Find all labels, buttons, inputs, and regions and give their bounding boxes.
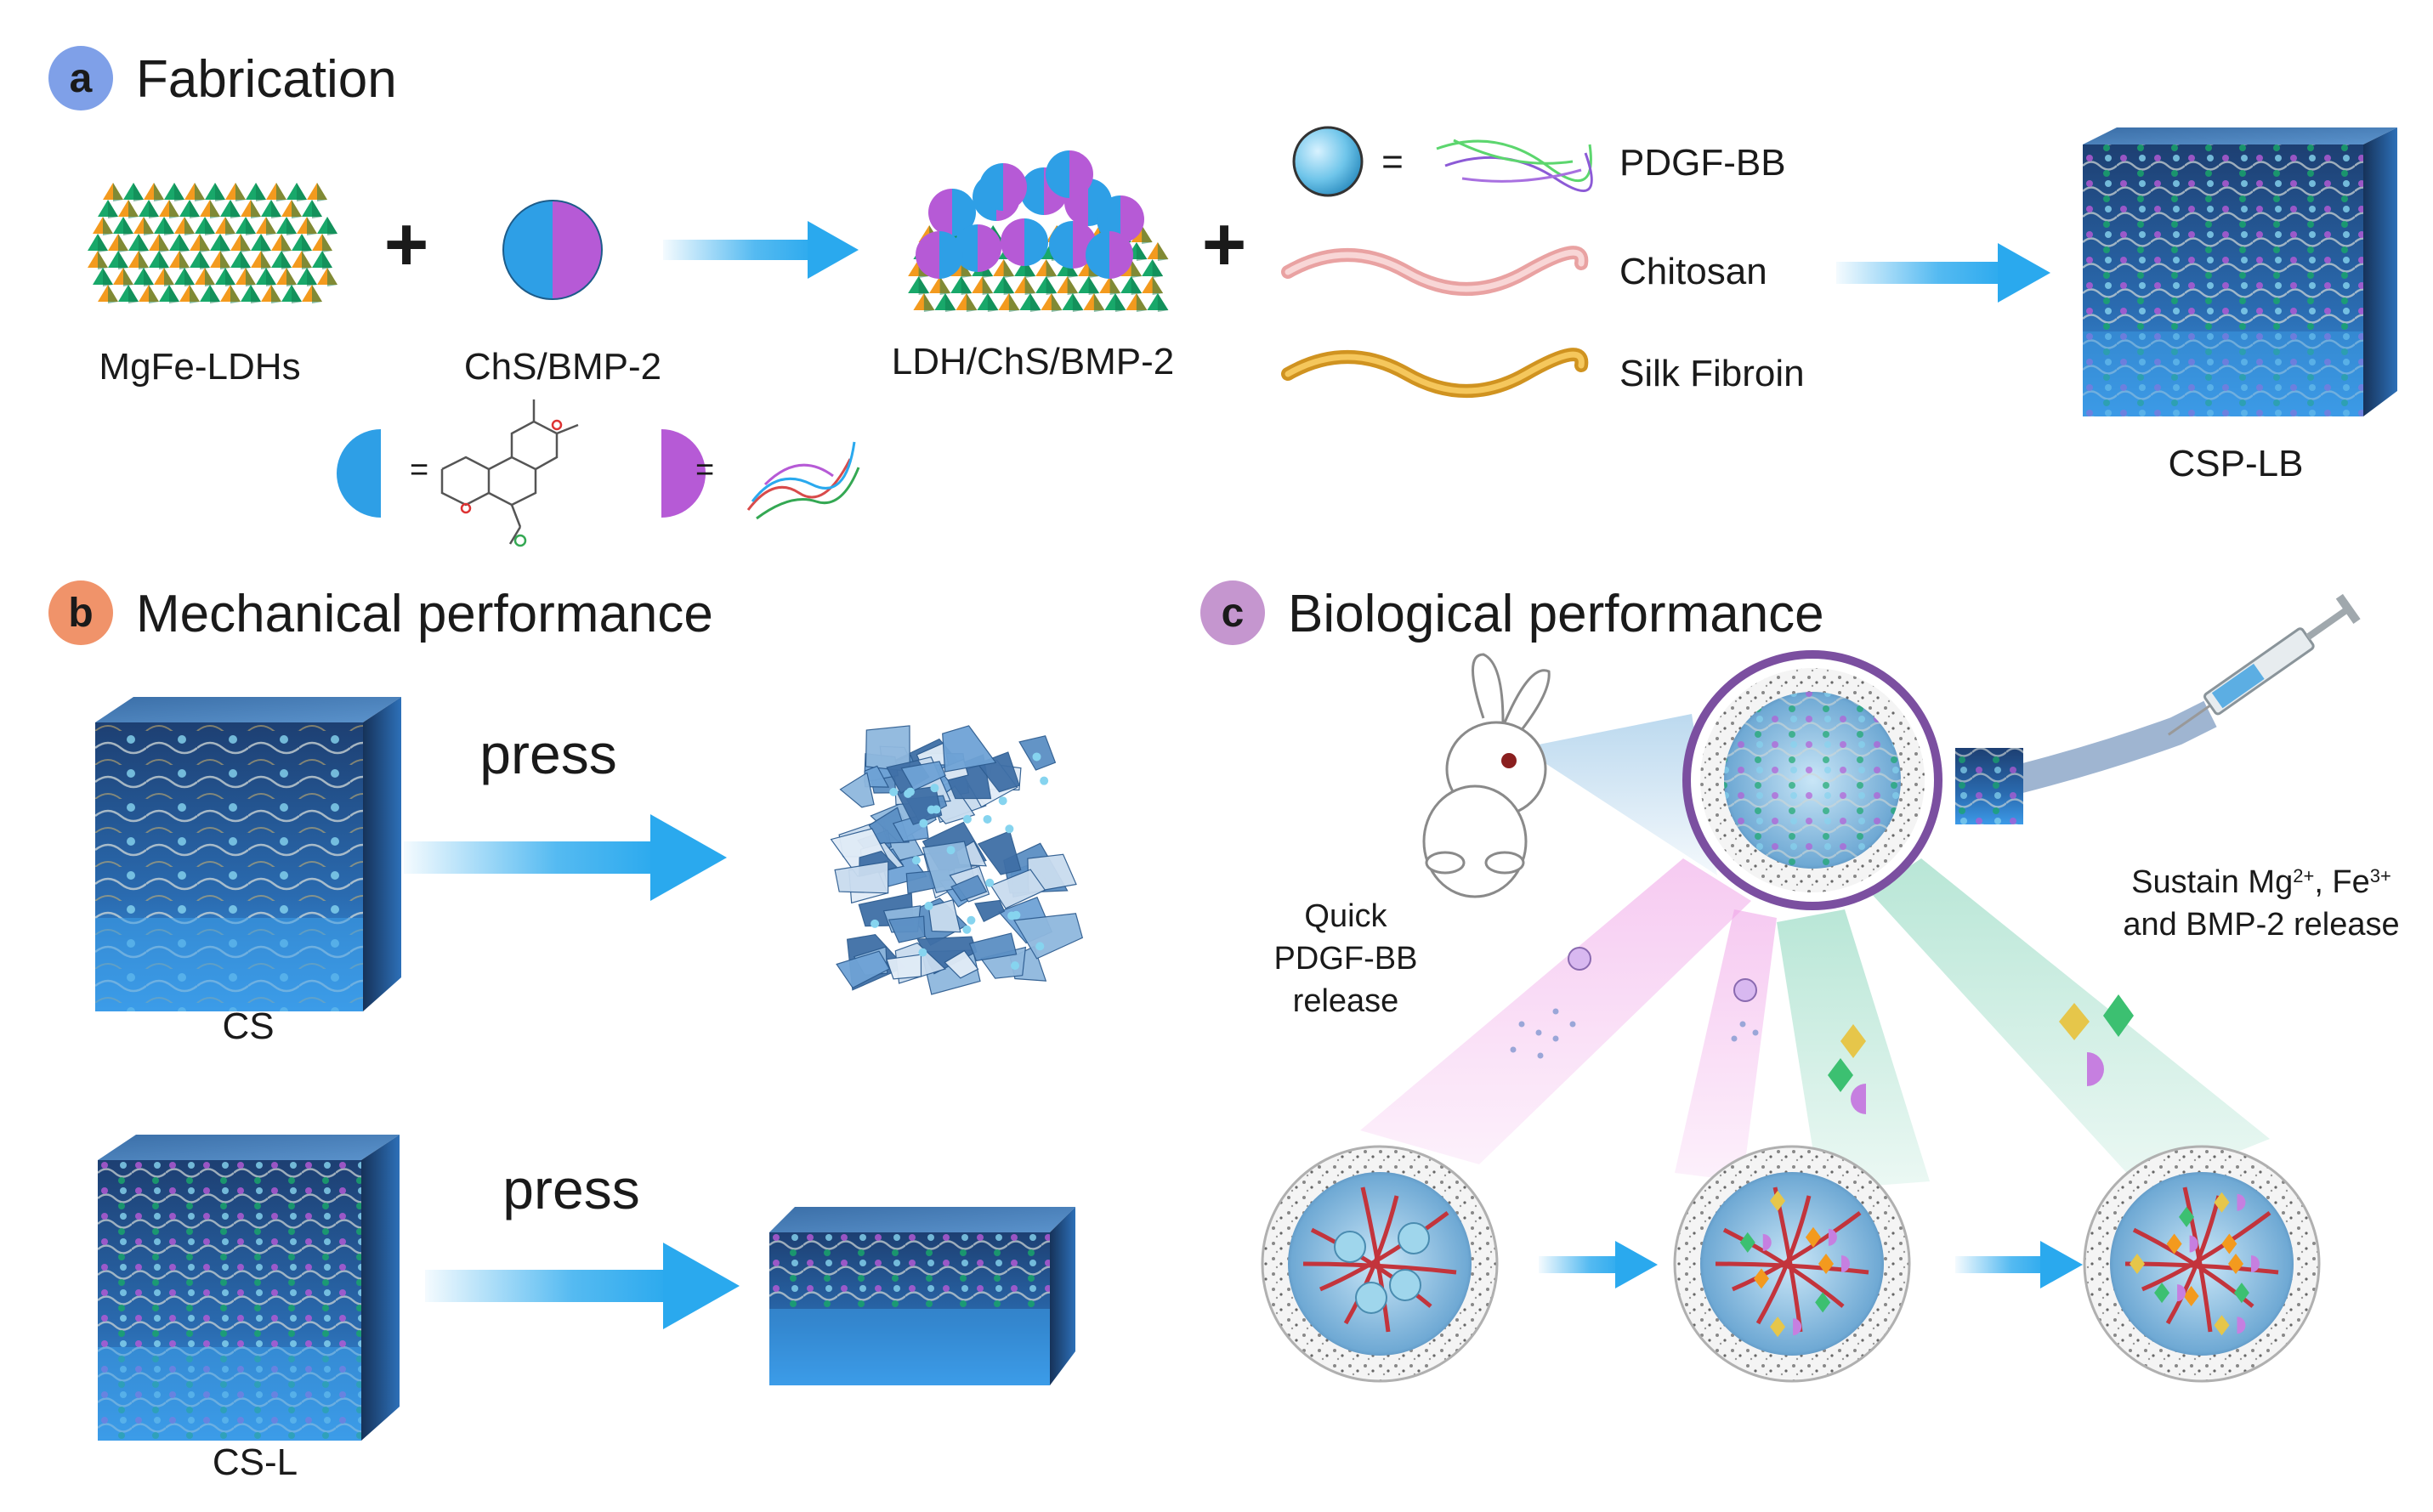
left-note-line-3: release [1293,983,1399,1019]
left-note-line-1: Quick [1304,898,1387,934]
beam-pink-mid [1675,909,1777,1181]
legend-pdgf-label: PDGF-BB [1619,142,1786,184]
plus-sign-2: + [1202,202,1247,287]
cs-cube-icon [95,697,401,1011]
ldh-label: MgFe-LDHs [99,346,300,388]
compressed-slab-icon [769,1207,1075,1385]
panel-a: a Fabrication MgFe-LDHs + ChS/BMP-2 = [48,46,2397,547]
press-arrow-1 [404,814,727,901]
right-note-line-2: and BMP-2 release [2123,907,2399,943]
central-defect-circle-icon [1682,650,1942,910]
healing-stage-2-icon [1673,1145,1911,1383]
ldh-chs-bmp2-composite-icon [908,150,1169,312]
panel-c-title: Biological performance [1288,585,1824,643]
chondroitin-sulfate-structure-icon [440,399,579,547]
legend-silk-label: Silk Fibroin [1619,353,1805,394]
panel-c-badge [1200,580,1265,645]
legend-silk: Silk Fibroin [1281,348,1805,398]
bmp2-protein-structure-icon [746,441,860,520]
healing-stage-3-icon [2083,1145,2321,1383]
csp-lb-hydrogel-cube-icon [2083,127,2397,416]
chs-bmp2-sphere-icon [502,200,603,300]
healing-stage-1-icon [1261,1145,1499,1383]
plus-sign-1: + [384,202,429,287]
chs-label: ChS/BMP-2 [464,346,661,388]
panel-a-badge-letter: a [70,56,93,101]
syringe-icon [1955,593,2361,824]
released-factors-icon [1510,947,2134,1114]
legend-pdgf: = PDGF-BB [1292,126,1786,197]
panel-b-badge [48,580,113,645]
press-label-1: press [479,722,616,785]
ldh-lattice-icon [88,183,337,303]
press-label-2: press [502,1158,639,1220]
pdgf-sphere-icon [1292,126,1364,197]
chs-equals: = [410,452,428,488]
panel-b-title: Mechanical performance [136,585,713,643]
panel-c: c Biological performance [1200,580,2400,1383]
panel-b: b Mechanical performance CS press CS-L p… [48,580,1084,1483]
legend-chitosan: Chitosan [1281,246,1767,296]
legend-chitosan-label: Chitosan [1619,251,1767,292]
arrow-ldh-to-composite [663,221,859,279]
stage-arrow-1 [1539,1241,1658,1288]
beam-rabbit [1522,714,1717,875]
panel-b-badge-letter: b [68,591,93,636]
shattered-hydrogel-fragments-icon [830,725,1084,995]
panel-a-title: Fabrication [136,50,397,109]
cs-l-cube-icon [98,1135,400,1441]
bmp2-equals: = [695,452,714,488]
pdgf-protein-icon [1436,139,1593,193]
arrow-to-product [1836,243,2050,303]
panel-c-badge-letter: c [1222,591,1245,636]
rabbit-icon [1422,653,1551,898]
panel-a-badge [48,46,113,110]
chs-half-legend: = = [337,399,860,547]
product-label: CSP-LB [2169,443,2304,484]
legend-equals: = [1381,141,1404,183]
cs-label: CS [222,1005,274,1047]
right-note-line-1: Sustain Mg2+, Fe3+ [2131,864,2391,900]
stage-arrow-2 [1955,1241,2083,1288]
cs-l-label: CS-L [213,1441,298,1483]
left-note-line-2: PDGF-BB [1274,941,1418,977]
composite-label: LDH/ChS/BMP-2 [892,341,1175,382]
press-arrow-2 [425,1243,740,1329]
